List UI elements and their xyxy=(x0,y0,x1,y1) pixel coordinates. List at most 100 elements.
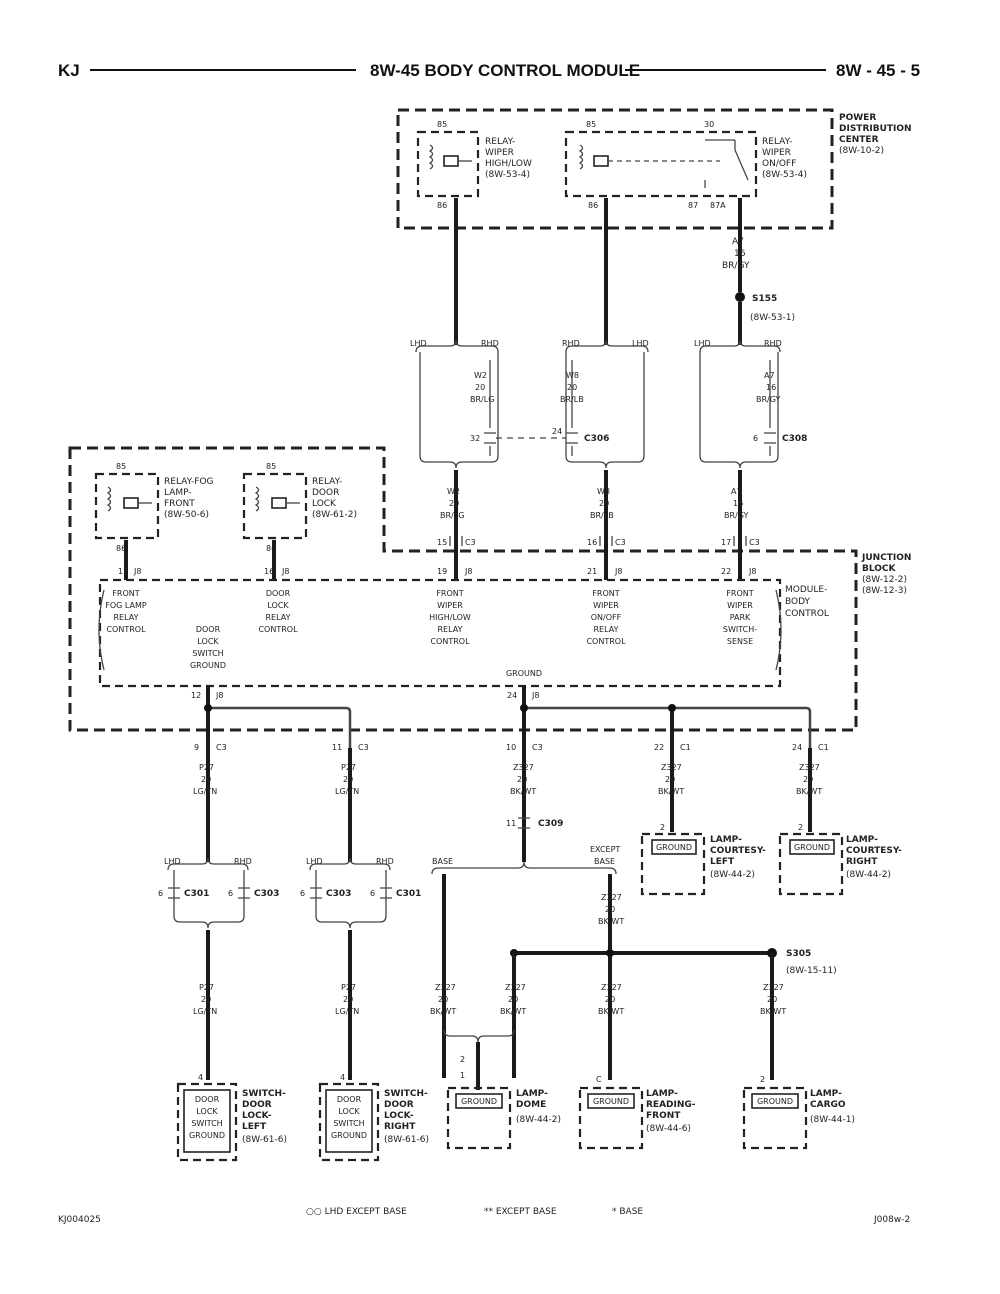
dlsw-left-g3: GROUND xyxy=(189,1131,225,1140)
module-label-2: CONTROL xyxy=(785,609,829,619)
fn-onoff-4: CONTROL xyxy=(586,637,626,646)
w-low-right-0: A7 xyxy=(731,487,742,496)
z327-g-2: BK/WT xyxy=(598,1007,624,1016)
relay-onoff-pin-top2: 30 xyxy=(704,120,714,129)
dlsw-left-0: SWITCH- xyxy=(242,1089,286,1099)
relay-fog-lamp-front: 85 86 RELAY-FOG LAMP- FRONT (8W-50-6) xyxy=(94,462,214,553)
dlsw-right-0: SWITCH- xyxy=(384,1089,428,1099)
lamp-dome: GROUND LAMP- DOME (8W-44-2) xyxy=(446,1086,561,1150)
w-low-mid-1: 20 xyxy=(599,499,609,508)
relay-door-label-3: (8W-61-2) xyxy=(312,510,357,520)
legend-base: * BASE xyxy=(612,1207,643,1217)
j8-label-g: J8 xyxy=(531,691,539,700)
legend-except-base: ** EXCEPT BASE xyxy=(484,1207,557,1217)
p27-a-2: LG/TN xyxy=(193,787,217,796)
fn-onoff-0: FRONT xyxy=(592,589,619,598)
j8-pin-16: 16 xyxy=(264,567,274,576)
z327-c-1: 20 xyxy=(803,775,813,784)
relay-door-label-0: RELAY- xyxy=(312,477,342,487)
relay-fog-pin-top: 85 xyxy=(116,462,126,471)
c306-pin1: 32 xyxy=(470,434,480,443)
dlsw-left-pin: 4 xyxy=(198,1073,203,1082)
header-left: KJ xyxy=(58,61,80,80)
p27-a-1: 20 xyxy=(201,775,211,784)
lower-wiring: 9 C3 11 C3 10 C3 22 C1 24 C1 P27 20 LG/T… xyxy=(158,743,837,1090)
z327-f-0: Z327 xyxy=(505,983,526,992)
base-label: BASE xyxy=(432,857,453,866)
relay-hilo-label-1: WIPER xyxy=(485,148,514,158)
c309-name: C309 xyxy=(538,819,563,829)
dlsw-right-1: DOOR xyxy=(384,1100,414,1110)
s-right-0: S155 xyxy=(752,294,777,304)
j8-label-a: J8 xyxy=(133,567,141,576)
dlsw-right-g1: LOCK xyxy=(338,1107,360,1116)
p27-c-2: LG/TN xyxy=(193,1007,217,1016)
w-inner-mid-2: BR/LB xyxy=(560,395,584,404)
switch-door-lock-right: DOOR LOCK SWITCH GROUND 4 SWITCH- DOOR L… xyxy=(318,1073,429,1162)
fn-park-3: SWITCH- xyxy=(723,625,757,634)
courtesy-left-3: (8W-44-2) xyxy=(710,870,755,880)
fn-onoff-1: WIPER xyxy=(593,601,619,610)
c303-name-a: C303 xyxy=(254,889,279,899)
courtesy-right-pin: 2 xyxy=(798,823,803,832)
module-label-1: BODY xyxy=(785,597,811,607)
relay-hilo-label-0: RELAY- xyxy=(485,137,515,147)
page-header: KJ 8W-45 BODY CONTROL MODULE 8W - 45 - 5 xyxy=(58,61,920,80)
c3-label-c: C3 xyxy=(749,538,760,547)
c303-name-b: C303 xyxy=(326,889,351,899)
relay-onoff-label-1: WIPER xyxy=(762,148,791,158)
reading-1: READING- xyxy=(646,1100,696,1110)
junction-label-3: (8W-12-3) xyxy=(862,586,907,596)
header-right: 8W - 45 - 5 xyxy=(836,61,920,80)
s305-0: S305 xyxy=(786,949,811,959)
z327-b-2: BK/WT xyxy=(658,787,684,796)
fn-park-4: SENSE xyxy=(727,637,753,646)
fn-fog-1: FOG LAMP xyxy=(105,601,147,610)
c3-label-a: C3 xyxy=(465,538,476,547)
lhd-b: LHD xyxy=(306,857,323,866)
fn-dlsg-2: SWITCH xyxy=(192,649,223,658)
j8-label-d: J8 xyxy=(614,567,622,576)
relay-wiper-on-off: 85 30 86 87 87A RELAY- WIPER ON/OFF (8W-… xyxy=(564,120,807,210)
s-right-1: (8W-53-1) xyxy=(750,313,795,323)
except-base-1: BASE xyxy=(594,857,615,866)
junction-label-1: BLOCK xyxy=(862,564,897,574)
wires-to-junction: W2 20 BR/LG W8 20 BR/LB A7 16 BR/GY 15 C… xyxy=(437,470,760,572)
module-label-0: MODULE- xyxy=(785,585,827,595)
relay-onoff-pin-bot2a: 87 xyxy=(688,201,698,210)
relay-door-pin-top: 85 xyxy=(266,462,276,471)
fn-hilo-0: FRONT xyxy=(436,589,463,598)
function-wiper-high-low: FRONT WIPER HIGH/LOW RELAY CONTROL xyxy=(429,589,471,646)
function-wiper-on-off: FRONT WIPER ON/OFF RELAY CONTROL xyxy=(586,589,626,646)
fn-dlsg-3: GROUND xyxy=(190,661,226,670)
relay-door-label-2: LOCK xyxy=(312,499,337,509)
dlsw-right-3: RIGHT xyxy=(384,1122,416,1132)
s305-1: (8W-15-11) xyxy=(786,966,837,976)
z327-e-1: 20 xyxy=(438,995,448,1004)
courtesy-right-3: (8W-44-2) xyxy=(846,870,891,880)
dlsw-right-g2: SWITCH xyxy=(333,1119,364,1128)
c3-pin-11: 11 xyxy=(332,743,342,752)
relay-onoff-label-0: RELAY- xyxy=(762,137,792,147)
lamp-cargo: GROUND 2 LAMP- CARGO (8W-44-1) xyxy=(742,1075,855,1150)
w-inner-mid-0: W8 xyxy=(566,371,579,380)
fn-hilo-2: HIGH/LOW xyxy=(429,613,471,622)
c301-pin-a: 6 xyxy=(158,889,163,898)
dome-2: (8W-44-2) xyxy=(516,1115,561,1125)
c301-pin-b: 6 xyxy=(370,889,375,898)
footer-left: KJ004025 xyxy=(58,1215,101,1225)
relay-wiper-high-low: 85 86 RELAY- WIPER HIGH/LOW (8W-53-4) xyxy=(416,120,532,210)
branch-right-0: LHD xyxy=(694,339,711,348)
c3-label-e: C3 xyxy=(358,743,369,752)
lamp-reading-front: GROUND C LAMP- READING- FRONT (8W-44-6) xyxy=(578,1075,696,1150)
z327-a-1: 20 xyxy=(517,775,527,784)
reading-ground: GROUND xyxy=(593,1097,629,1106)
lamp-courtesy-left: GROUND 2 LAMP- COURTESY- LEFT (8W-44-2) xyxy=(640,823,766,896)
w-inner-left-2: BR/LG xyxy=(470,395,494,404)
fn-onoff-2: ON/OFF xyxy=(591,613,622,622)
z327-h-0: Z327 xyxy=(763,983,784,992)
p27-a-0: P27 xyxy=(199,763,214,772)
dlsw-right-g3: GROUND xyxy=(331,1131,367,1140)
w-inner-right-0: A7 xyxy=(764,371,775,380)
